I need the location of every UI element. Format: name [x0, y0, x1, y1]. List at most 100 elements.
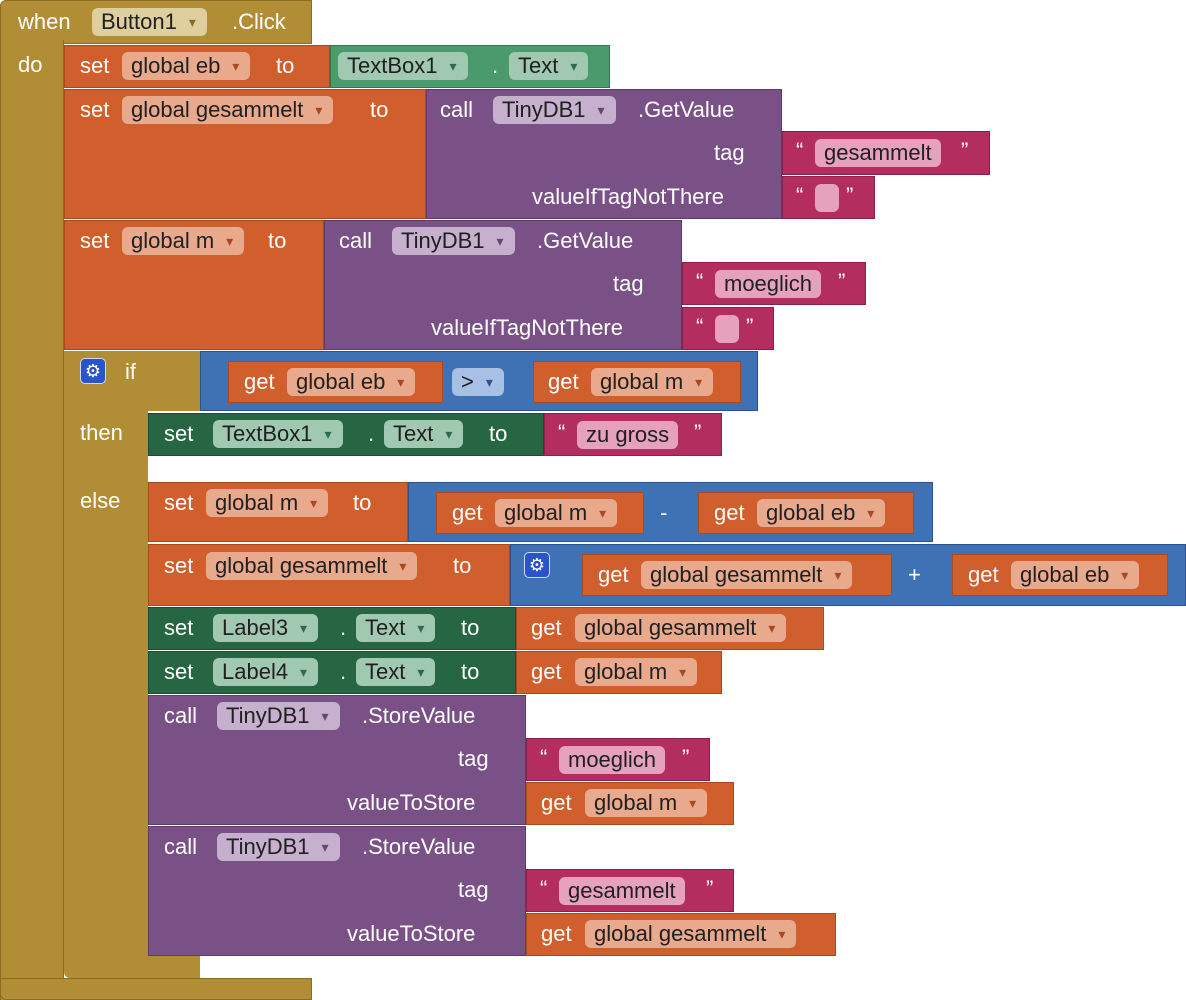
get-keyword: get — [531, 615, 562, 640]
property-dropdown-text[interactable]: Text — [356, 614, 436, 642]
set-keyword: set — [164, 490, 194, 515]
var-dropdown-gesammelt[interactable]: global gesammelt — [641, 561, 853, 589]
var-dropdown-m[interactable]: global m — [495, 499, 618, 527]
valueiftagnotthere-param-label: valueIfTagNotThere — [532, 184, 724, 209]
property-dropdown-text[interactable]: Text — [384, 420, 464, 448]
do-keyword: do — [18, 52, 43, 77]
set-textbox1-text-block[interactable] — [148, 413, 544, 456]
set-keyword: set — [164, 421, 194, 446]
else-keyword: else — [80, 488, 121, 513]
set-keyword: set — [164, 659, 194, 684]
string-value-empty[interactable] — [715, 315, 739, 343]
call-keyword: call — [164, 834, 198, 859]
quote-close: ” — [838, 269, 846, 294]
quote-close: ” — [682, 745, 690, 770]
dot-separator: . — [492, 53, 499, 78]
var-dropdown-m[interactable]: global m — [206, 489, 329, 517]
quote-close: ” — [746, 314, 754, 339]
call-keyword: call — [440, 97, 474, 122]
tinydb1-getvalue-block[interactable] — [324, 220, 682, 350]
to-keyword: to — [276, 53, 295, 78]
set-label3-text-block[interactable] — [148, 607, 516, 650]
var-dropdown-eb[interactable]: global eb — [122, 52, 251, 80]
gear-icon[interactable]: ⚙ — [80, 358, 106, 384]
quote-close: ” — [846, 183, 854, 208]
component-dropdown-tinydb1[interactable]: TinyDB1 — [392, 227, 515, 255]
component-dropdown-tinydb1[interactable]: TinyDB1 — [493, 96, 616, 124]
to-keyword: to — [453, 553, 472, 578]
get-keyword: get — [714, 500, 745, 525]
component-dropdown-tinydb1[interactable]: TinyDB1 — [217, 833, 340, 861]
component-dropdown-tinydb1[interactable]: TinyDB1 — [217, 702, 340, 730]
string-value-zu-gross[interactable]: zu gross — [577, 421, 679, 449]
property-dropdown-text[interactable]: Text — [509, 52, 589, 80]
property-dropdown-text[interactable]: Text — [356, 658, 436, 686]
plus-operator: + — [908, 562, 921, 587]
tag-param-label: tag — [458, 746, 489, 771]
valuetostore-param-label: valueToStore — [347, 790, 476, 815]
string-value-moeglich[interactable]: moeglich — [715, 270, 822, 298]
getvalue-method: .GetValue — [537, 228, 634, 253]
set-keyword: set — [80, 228, 110, 253]
getvalue-method: .GetValue — [638, 97, 735, 122]
get-keyword: get — [598, 562, 629, 587]
quote-open: “ — [696, 314, 704, 339]
var-dropdown-eb[interactable]: global eb — [287, 368, 416, 396]
quote-open: “ — [796, 138, 804, 163]
quote-open: “ — [540, 745, 548, 770]
to-keyword: to — [353, 490, 372, 515]
tag-param-label: tag — [458, 877, 489, 902]
get-keyword: get — [452, 500, 483, 525]
if-block-bottom — [64, 956, 200, 978]
string-value-gesammelt[interactable]: gesammelt — [559, 877, 685, 905]
gear-icon[interactable]: ⚙ — [524, 552, 550, 578]
if-keyword: if — [125, 359, 136, 384]
valuetostore-param-label: valueToStore — [347, 921, 476, 946]
var-dropdown-m[interactable]: global m — [575, 658, 698, 686]
to-keyword: to — [489, 421, 508, 446]
string-value-empty[interactable] — [815, 184, 839, 212]
valueiftagnotthere-param-label: valueIfTagNotThere — [431, 315, 623, 340]
set-keyword: set — [164, 553, 194, 578]
set-label4-text-block[interactable] — [148, 651, 516, 694]
component-dropdown-textbox1[interactable]: TextBox1 — [338, 52, 468, 80]
var-dropdown-gesammelt[interactable]: global gesammelt — [122, 96, 334, 124]
quote-open: “ — [796, 183, 804, 208]
component-dropdown-textbox1[interactable]: TextBox1 — [213, 420, 343, 448]
var-dropdown-eb[interactable]: global eb — [757, 499, 886, 527]
tag-param-label: tag — [613, 271, 644, 296]
quote-close: ” — [694, 420, 702, 445]
string-value-moeglich[interactable]: moeglich — [559, 746, 666, 774]
to-keyword: to — [461, 659, 480, 684]
var-dropdown-eb[interactable]: global eb — [1011, 561, 1140, 589]
string-value-gesammelt[interactable]: gesammelt — [815, 139, 941, 167]
var-dropdown-m[interactable]: global m — [591, 368, 714, 396]
get-keyword: get — [244, 369, 275, 394]
to-keyword: to — [461, 615, 480, 640]
var-dropdown-gesammelt[interactable]: global gesammelt — [585, 920, 797, 948]
var-dropdown-gesammelt[interactable]: global gesammelt — [575, 614, 787, 642]
to-keyword: to — [370, 97, 389, 122]
component-dropdown-label4[interactable]: Label4 — [213, 658, 319, 686]
operator-dropdown-gt[interactable]: > — [452, 368, 504, 396]
component-dropdown-label3[interactable]: Label3 — [213, 614, 319, 642]
then-keyword: then — [80, 420, 123, 445]
var-dropdown-m[interactable]: global m — [585, 789, 708, 817]
when-keyword: when — [18, 9, 71, 34]
get-keyword: get — [541, 790, 572, 815]
set-keyword: set — [80, 53, 110, 78]
quote-close: ” — [961, 138, 969, 163]
event-block-left-bar — [0, 40, 64, 1000]
var-dropdown-m[interactable]: global m — [122, 227, 245, 255]
to-keyword: to — [268, 228, 287, 253]
get-keyword: get — [968, 562, 999, 587]
storevalue-method: .StoreValue — [362, 703, 476, 728]
event-component-dropdown[interactable]: Button1 — [92, 8, 207, 36]
get-keyword: get — [531, 659, 562, 684]
if-block-left-bar — [64, 411, 148, 967]
var-dropdown-gesammelt[interactable]: global gesammelt — [206, 552, 418, 580]
tag-param-label: tag — [714, 140, 745, 165]
set-keyword: set — [80, 97, 110, 122]
get-keyword: get — [548, 369, 579, 394]
event-block-bottom-bar — [0, 978, 312, 1000]
